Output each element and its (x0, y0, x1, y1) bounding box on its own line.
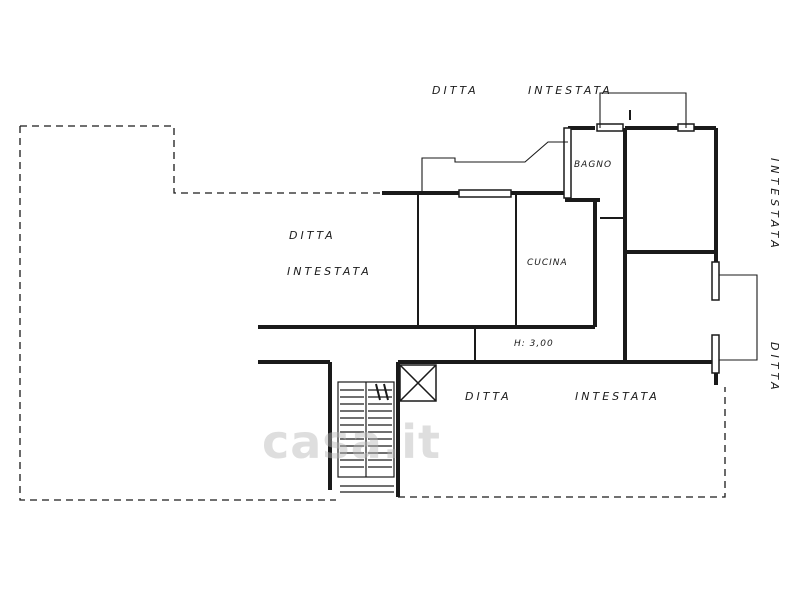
label-ditta-bottom: DITTA (465, 390, 512, 403)
watermark-text: casa.it (262, 415, 441, 469)
label-ditta-top: DITTA (432, 84, 479, 97)
label-intestata-top: INTESTATA (528, 84, 613, 97)
dashed-boundary (19, 125, 726, 501)
staircase (337, 381, 395, 493)
elevator-shaft (399, 364, 437, 402)
label-intestata-bottom: INTESTATA (575, 390, 660, 403)
label-intestata-left: INTESTATA (287, 265, 372, 278)
label-ditta-right: DITTA (768, 342, 781, 394)
room-label-bagno: BAGNO (574, 160, 613, 170)
room-label-cucina: CUCINA (527, 258, 568, 268)
ceiling-height-label: H: 3,00 (514, 339, 554, 349)
partition-walls (417, 110, 631, 362)
label-intestata-right: INTESTATA (768, 158, 781, 252)
balcony-lines (421, 92, 758, 363)
label-ditta-left: DITTA (289, 229, 336, 242)
